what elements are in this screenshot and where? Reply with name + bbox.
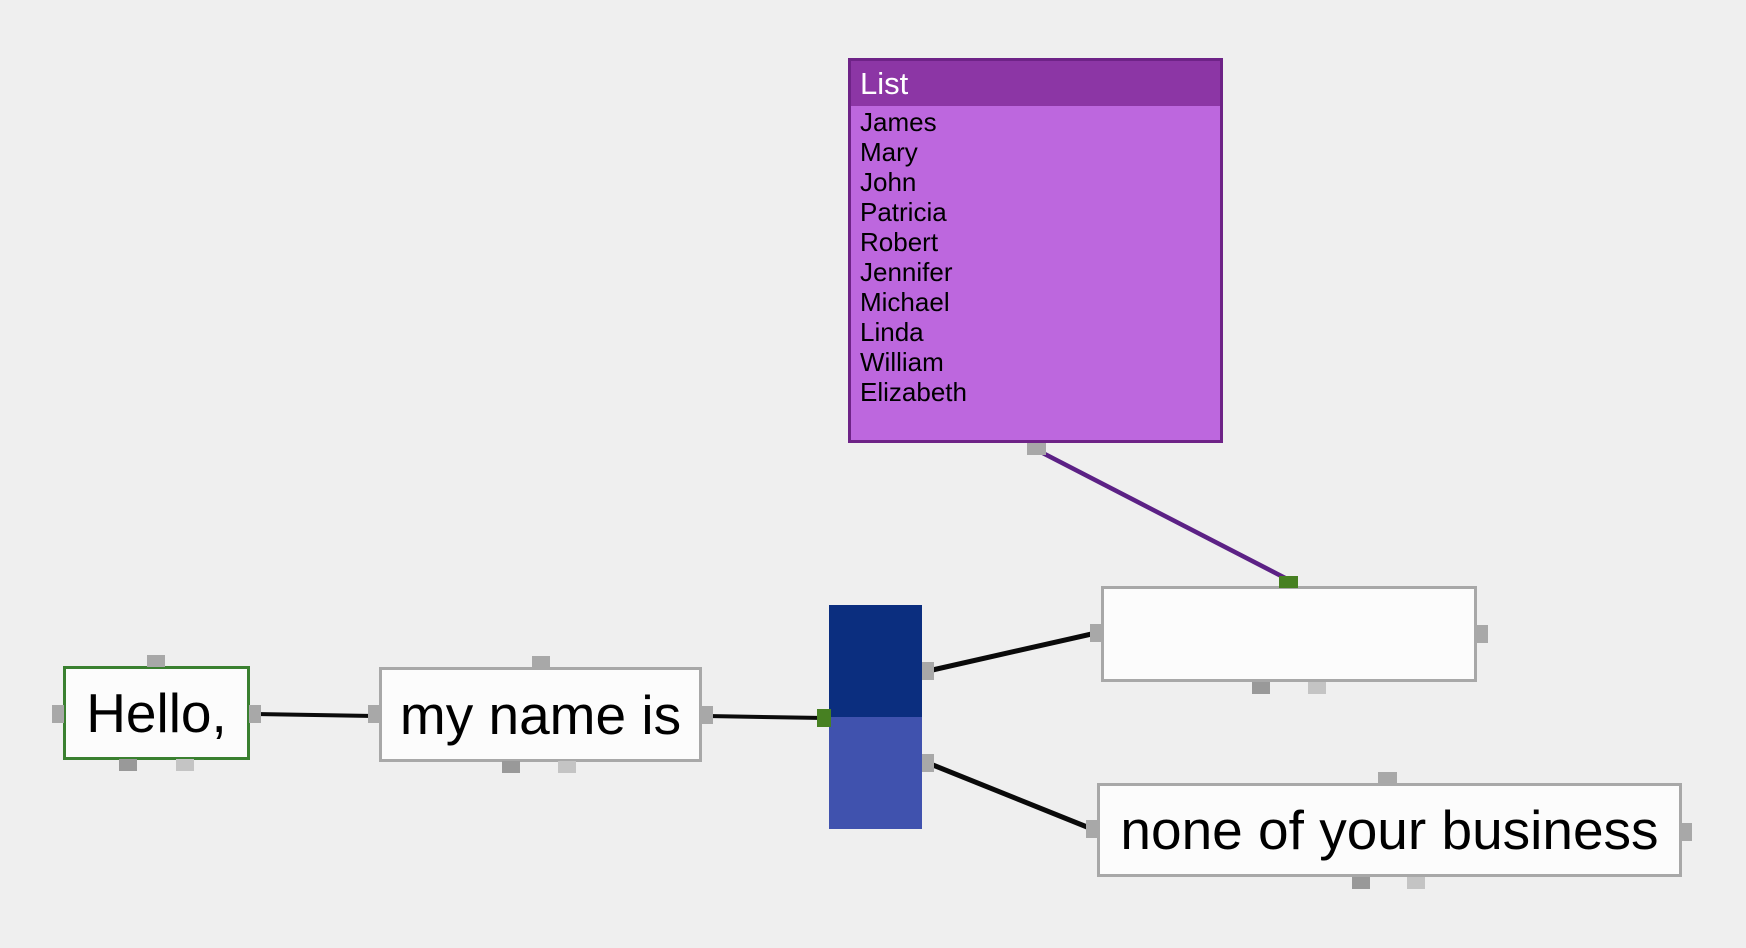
- hello-bottom-port-2[interactable]: [176, 759, 194, 771]
- myname-bottom-port-1[interactable]: [502, 761, 520, 773]
- my-name-is-node[interactable]: my name is: [379, 667, 702, 762]
- none-bottom-port-2[interactable]: [1407, 877, 1425, 889]
- myname-bottom-port-2[interactable]: [558, 761, 576, 773]
- wire-hello-to-myname[interactable]: [254, 712, 375, 718]
- wire-junction-to-result[interactable]: [927, 630, 1097, 674]
- none-left-port[interactable]: [1086, 820, 1098, 838]
- hello-right-port[interactable]: [249, 705, 261, 723]
- list-item: Mary: [860, 137, 918, 167]
- result-bottom-port-2[interactable]: [1308, 682, 1326, 694]
- list-item: Michael: [860, 287, 950, 317]
- hello-node-label: Hello,: [86, 682, 227, 744]
- list-item: Jennifer: [860, 257, 953, 287]
- myname-right-port[interactable]: [701, 706, 713, 724]
- list-item: Linda: [860, 317, 924, 347]
- wire-junction-to-none[interactable]: [927, 760, 1093, 832]
- list-item: William: [860, 347, 944, 377]
- list-item: Patricia: [860, 197, 947, 227]
- hello-top-port[interactable]: [147, 655, 165, 667]
- result-left-port[interactable]: [1090, 624, 1102, 642]
- result-right-port[interactable]: [1476, 625, 1488, 643]
- junction-node[interactable]: [829, 605, 922, 829]
- none-of-your-business-node[interactable]: none of your business: [1097, 783, 1682, 877]
- junction-input-connector[interactable]: [817, 709, 831, 727]
- result-top-connector[interactable]: [1279, 576, 1298, 588]
- hello-left-port[interactable]: [52, 705, 64, 723]
- hello-node[interactable]: Hello,: [63, 666, 250, 760]
- junction-top-half[interactable]: [829, 605, 922, 717]
- list-item: Elizabeth: [860, 377, 967, 407]
- wire-list-to-result[interactable]: [1033, 447, 1291, 582]
- list-node-header[interactable]: List: [851, 61, 1220, 106]
- hello-bottom-port-1[interactable]: [119, 759, 137, 771]
- list-output-port[interactable]: [1027, 443, 1046, 455]
- result-bottom-port-1[interactable]: [1252, 682, 1270, 694]
- result-node[interactable]: [1101, 586, 1477, 682]
- list-node-title: List: [860, 65, 909, 101]
- my-name-is-node-label: my name is: [399, 683, 682, 746]
- list-item: James: [860, 107, 937, 137]
- none-top-port[interactable]: [1378, 772, 1397, 783]
- junction-bottom-half[interactable]: [829, 717, 922, 829]
- junction-bottom-output-port[interactable]: [922, 754, 934, 772]
- list-item: John: [860, 167, 917, 197]
- none-right-port[interactable]: [1680, 823, 1692, 841]
- wire-myname-to-junction[interactable]: [706, 714, 825, 720]
- none-of-your-business-label: none of your business: [1120, 799, 1659, 861]
- myname-left-port[interactable]: [368, 705, 380, 723]
- myname-top-port[interactable]: [532, 656, 550, 667]
- junction-top-output-port[interactable]: [922, 662, 934, 680]
- none-bottom-port-1[interactable]: [1352, 877, 1370, 889]
- list-item: Robert: [860, 227, 939, 257]
